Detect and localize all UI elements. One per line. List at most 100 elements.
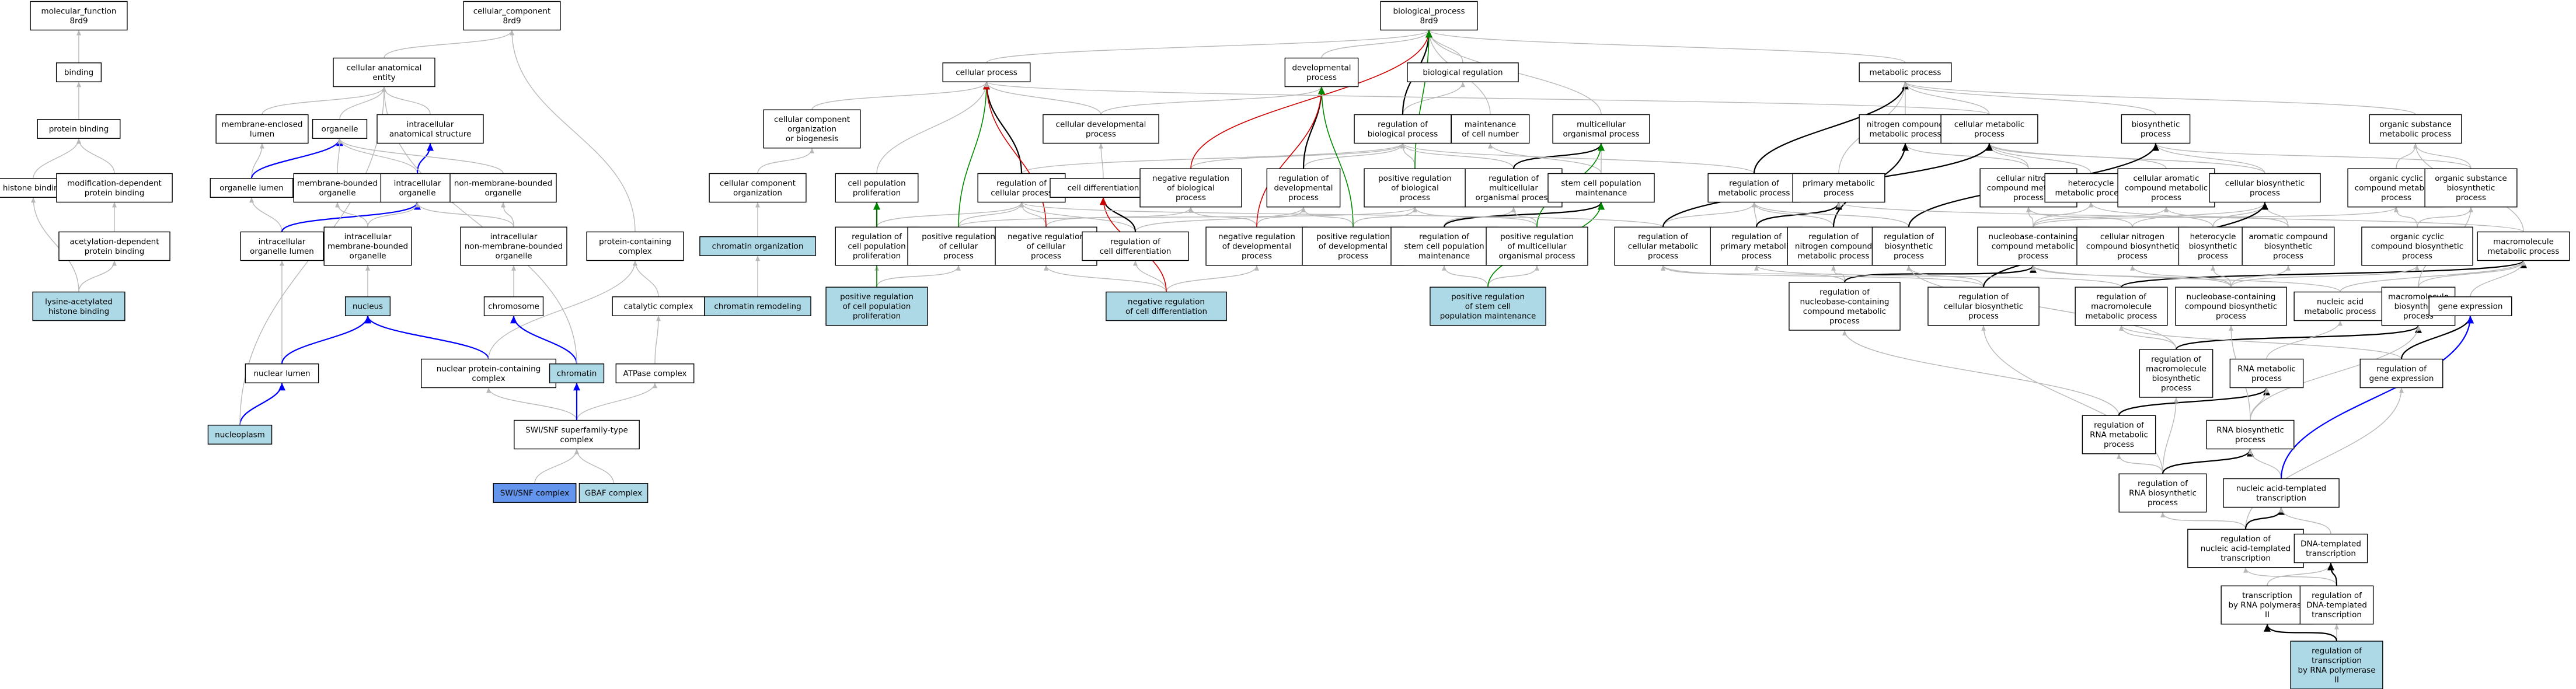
go-term-node[interactable]: gene expression: [2428, 296, 2512, 316]
go-term-node[interactable]: GBAF complex: [578, 483, 649, 503]
go-term-label: process: [2273, 251, 2303, 261]
go-term-node[interactable]: chromatin: [549, 363, 605, 383]
go-term-label: process: [1974, 130, 2005, 139]
go-term-node[interactable]: ATPase complex: [615, 363, 695, 383]
go-term-node[interactable]: regulation ofmacromoleculebiosyntheticpr…: [2139, 349, 2214, 398]
go-term-node[interactable]: nucleoplasm: [207, 425, 273, 445]
go-term-node[interactable]: catalytic complex: [612, 296, 705, 316]
go-term-node[interactable]: binding: [55, 62, 102, 82]
go-term-node[interactable]: chromatin organization: [699, 236, 816, 256]
go-term-node[interactable]: SWI/SNF complex: [493, 483, 577, 503]
go-term-node[interactable]: regulation ofnucleobase-containingcompou…: [1789, 282, 1901, 331]
go-term-node[interactable]: organelle: [312, 119, 368, 139]
go-term-node[interactable]: intracellularnon-membrane-boundedorganel…: [460, 226, 567, 266]
go-term-node[interactable]: organelle lumen: [210, 178, 294, 198]
go-term-label: nucleobase-containing: [1800, 297, 1890, 306]
go-term-node[interactable]: nucleus: [344, 296, 391, 316]
go-term-node[interactable]: cell differentiation: [1050, 178, 1157, 198]
go-term-node[interactable]: chromosome: [483, 296, 544, 316]
go-term-node[interactable]: cellular process: [942, 62, 1031, 82]
go-term-node[interactable]: protein binding: [37, 119, 121, 139]
go-term-node[interactable]: chromatin remodeling: [704, 296, 811, 316]
go-term-node[interactable]: biological regulation: [1407, 62, 1519, 82]
go-term-node[interactable]: nuclear lumen: [245, 363, 319, 383]
go-term-node[interactable]: metabolic process: [1859, 62, 1952, 82]
